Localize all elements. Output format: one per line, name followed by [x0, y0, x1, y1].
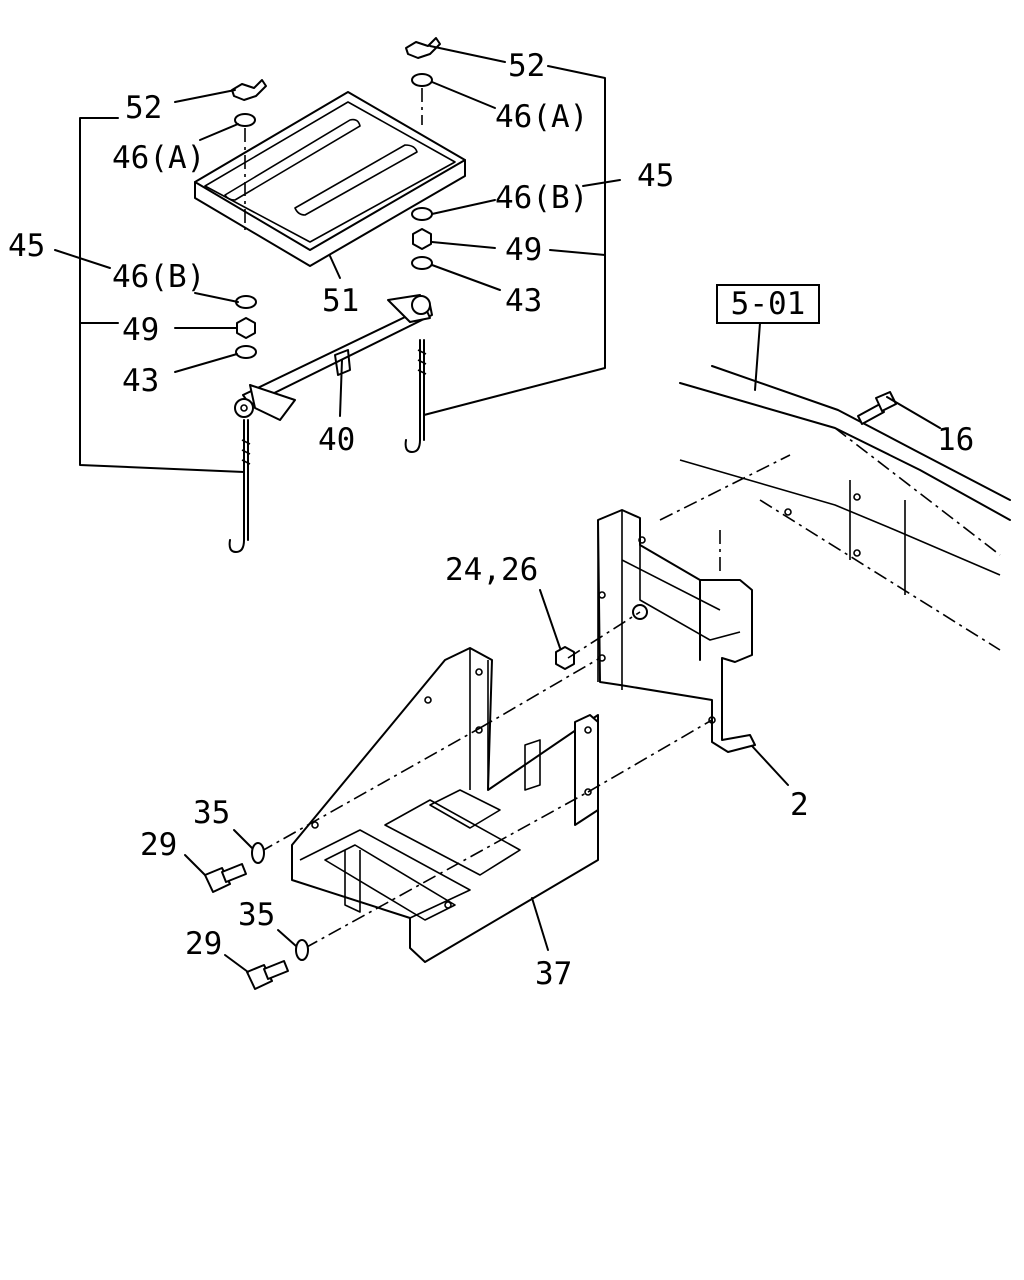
- frame-rail: [679, 365, 1011, 651]
- reference-box-label: 5-01: [731, 286, 806, 322]
- callout-43-left[interactable]: 43: [122, 363, 159, 399]
- reference-box[interactable]: 5-01: [716, 284, 820, 391]
- washer-43-right: [411, 256, 433, 270]
- j-bolt-right: [404, 295, 431, 453]
- group-bracket-45-right: [423, 65, 606, 416]
- bolt-29-lower: [246, 960, 289, 990]
- washer-46b-right: [411, 207, 433, 221]
- callout-52-right[interactable]: 52: [508, 48, 545, 84]
- callout-45-left[interactable]: 45: [8, 228, 45, 264]
- nut-49-right: [412, 228, 432, 250]
- callout-46a-left[interactable]: 46(A): [112, 140, 205, 176]
- battery-cover-51: [194, 91, 466, 267]
- j-bolt-left: [228, 398, 254, 553]
- washer-43-left: [235, 345, 257, 359]
- battery-tray-37: [291, 647, 599, 963]
- bolt-16: [857, 391, 941, 429]
- callout-29-lower[interactable]: 29: [185, 926, 222, 962]
- nut-24-26: [555, 646, 575, 670]
- washer-46a-left: [234, 113, 256, 127]
- callout-35-upper[interactable]: 35: [193, 795, 230, 831]
- wing-nut-52-left: [231, 79, 267, 101]
- washer-46a-right: [411, 73, 433, 87]
- leader-lines: [54, 45, 789, 973]
- callout-2[interactable]: 2: [790, 787, 809, 823]
- bracket-2: [597, 509, 756, 753]
- bolt-29-upper: [204, 863, 247, 893]
- callout-16[interactable]: 16: [937, 422, 974, 458]
- callout-49-left[interactable]: 49: [122, 312, 159, 348]
- callout-37[interactable]: 37: [535, 956, 572, 992]
- callout-46b-right[interactable]: 46(B): [495, 180, 588, 216]
- callout-49-right[interactable]: 49: [505, 232, 542, 268]
- callout-46b-left[interactable]: 46(B): [112, 259, 205, 295]
- callout-35-lower[interactable]: 35: [238, 897, 275, 933]
- wing-nut-52-right: [405, 37, 441, 59]
- callout-52-left[interactable]: 52: [125, 90, 162, 126]
- callout-40[interactable]: 40: [318, 422, 355, 458]
- washer-35-upper: [251, 842, 265, 864]
- callout-46a-right[interactable]: 46(A): [495, 99, 588, 135]
- callout-51[interactable]: 51: [322, 283, 359, 319]
- callout-45-right[interactable]: 45: [637, 158, 674, 194]
- washer-35-lower: [295, 939, 309, 961]
- nut-49-left: [236, 317, 256, 339]
- callout-43-right[interactable]: 43: [505, 283, 542, 319]
- callout-24-26[interactable]: 24,26: [445, 552, 538, 588]
- callout-29-upper[interactable]: 29: [140, 827, 177, 863]
- group-bracket-45-left: [79, 117, 245, 473]
